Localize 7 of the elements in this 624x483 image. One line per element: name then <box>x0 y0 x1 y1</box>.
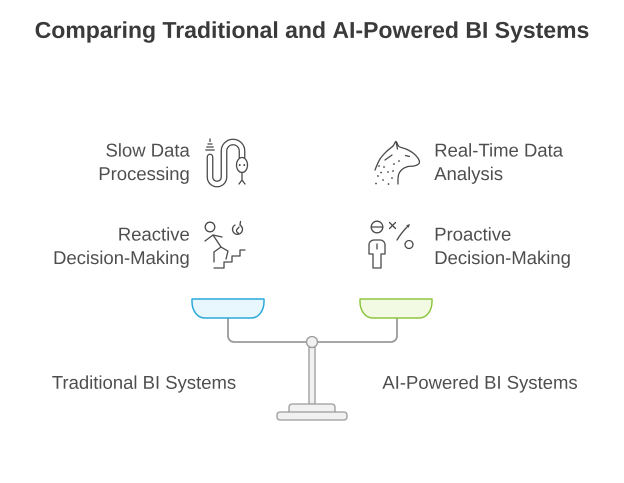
label-text: Traditional BI Systems <box>52 375 236 393</box>
label-text: Real-Time Data Analysis <box>434 143 564 184</box>
label-text: Proactive Decision-Making <box>436 227 570 268</box>
title: Comparing Traditional and AI-Powered BI Systems <box>36 21 588 43</box>
label-text: Slow Data Processing <box>100 143 190 184</box>
label-text: Reactive Decision-Making <box>54 227 189 268</box>
label-text: AI-Powered BI Systems <box>382 375 577 393</box>
